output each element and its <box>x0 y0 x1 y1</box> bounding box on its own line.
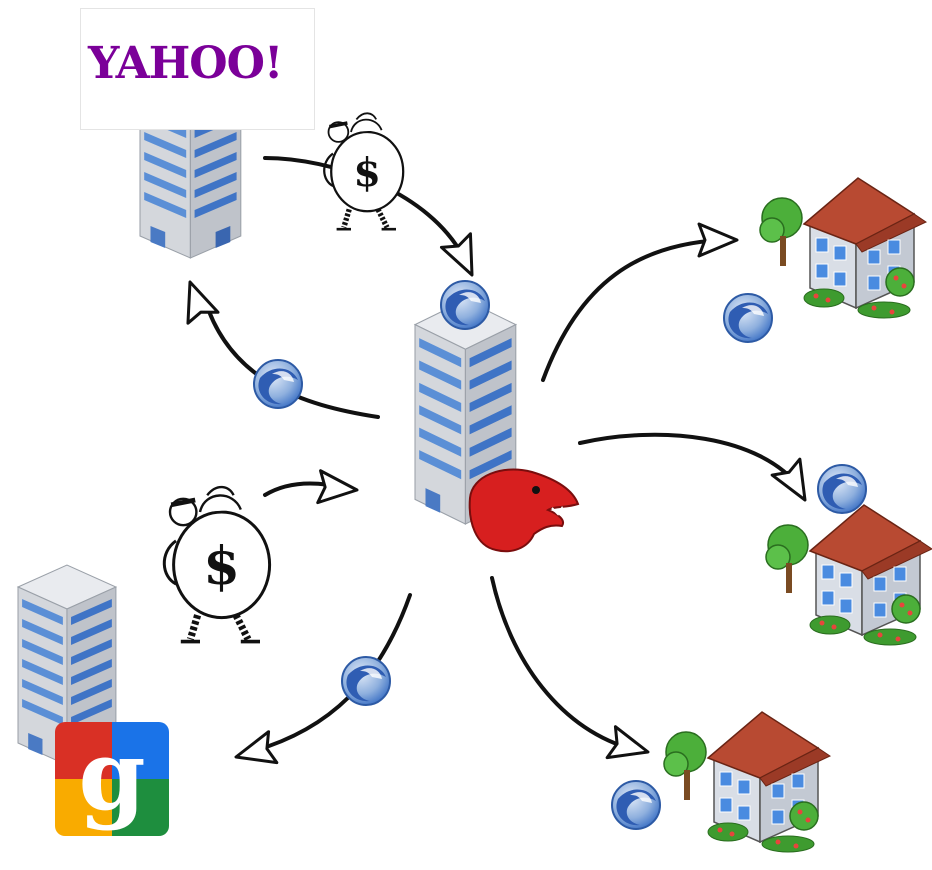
mozilla-to-house-bottom-curve <box>490 576 637 752</box>
yahoo-logo-text: YAHOO! <box>88 38 283 89</box>
thunderbird-globe-icon <box>817 464 867 514</box>
arrow-icon <box>316 469 360 508</box>
mozilla-to-house-mid-curve <box>578 432 802 490</box>
thunderbird-globe-icon <box>253 359 303 409</box>
house-icon <box>759 177 927 319</box>
yahoo-logo: YAHOO! <box>88 38 283 89</box>
house-icon <box>765 504 932 646</box>
google-logo-letter: g <box>78 722 146 832</box>
arrow-icon <box>605 725 654 769</box>
arrow-icon <box>230 730 279 774</box>
thunderbird-globe-icon <box>611 780 661 830</box>
house-icon <box>663 711 831 853</box>
google-logo: g <box>55 722 169 836</box>
thunderbird-globe-icon <box>341 656 391 706</box>
thunderbird-globe-icon <box>440 280 490 330</box>
arrow-icon <box>439 232 489 284</box>
money-bag-man-icon <box>324 113 403 229</box>
google-logo-bg <box>55 722 169 836</box>
mozilla-dino-icon <box>468 468 580 553</box>
mozilla-to-house-top-curve <box>541 238 722 382</box>
thunderbird-globe-icon <box>723 293 773 343</box>
connection-lines <box>203 156 802 754</box>
money-bag-man-icon <box>164 487 269 642</box>
arrow-icon <box>697 222 739 258</box>
yahoo-logo-box <box>80 8 315 130</box>
